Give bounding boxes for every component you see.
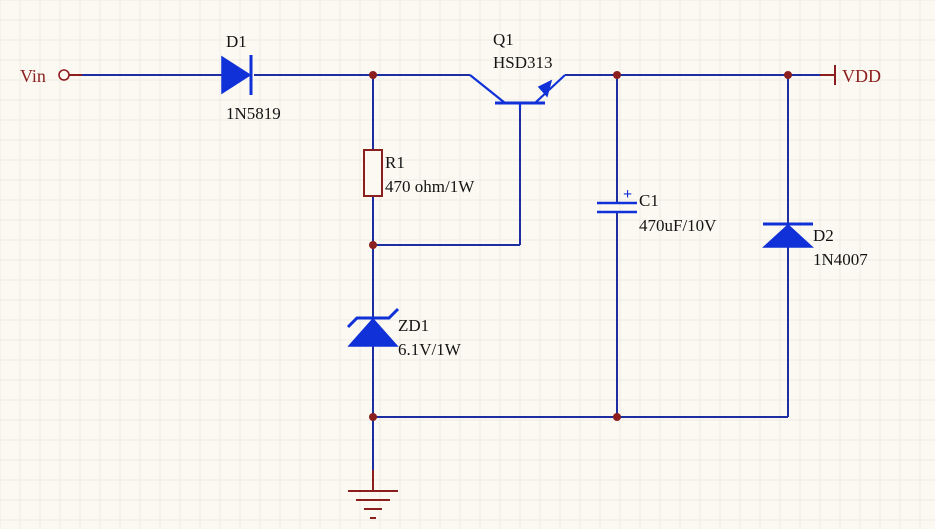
diode-d1: D1 1N5819 (221, 32, 281, 123)
capacitor-c1-designator: C1 (639, 191, 659, 210)
zener-zd1-designator: ZD1 (398, 316, 429, 335)
diode-d2-triangle (762, 223, 814, 248)
port-vin: Vin (20, 66, 82, 86)
capacitor-c1-polarity-mark: + (623, 186, 632, 203)
diode-d2-designator: D2 (813, 226, 834, 245)
port-vdd-label: VDD (842, 66, 881, 86)
junction-ground-c1 (613, 413, 621, 421)
diode-d2-value: 1N4007 (813, 250, 868, 269)
zener-zd1-triangle (347, 317, 399, 347)
resistor-r1-designator: R1 (385, 153, 405, 172)
junction-ground-left (369, 413, 377, 421)
transistor-q1-collector (469, 74, 506, 104)
junctions (369, 71, 792, 421)
ground-symbol (348, 470, 398, 519)
junction-base-node (369, 241, 377, 249)
resistor-r1-body (363, 149, 383, 197)
resistor-r1: R1 470 ohm/1W (363, 149, 475, 197)
diode-d1-triangle (221, 55, 252, 95)
junction-r1-top (369, 71, 377, 79)
port-vdd: VDD (820, 65, 881, 86)
transistor-q1: Q1 HSD313 (469, 30, 566, 110)
diode-d2: D2 1N4007 (762, 222, 868, 269)
transistor-q1-value: HSD313 (493, 53, 553, 72)
port-vin-label: Vin (20, 66, 46, 86)
capacitor-c1-value: 470uF/10V (639, 216, 717, 235)
wires (82, 74, 820, 470)
junction-d2-top (784, 71, 792, 79)
transistor-q1-emitter-arrow (537, 79, 553, 98)
port-vin-terminal (58, 69, 70, 81)
diode-d1-designator: D1 (226, 32, 247, 51)
capacitor-c1: + C1 470uF/10V (597, 186, 717, 235)
transistor-q1-designator: Q1 (493, 30, 514, 49)
junction-c1-top (613, 71, 621, 79)
zener-zd1-value: 6.1V/1W (398, 340, 462, 359)
zener-zd1: ZD1 6.1V/1W (346, 307, 462, 359)
diode-d1-value: 1N5819 (226, 104, 281, 123)
transistor-q1-emitter (534, 74, 566, 104)
resistor-r1-value: 470 ohm/1W (385, 177, 475, 196)
